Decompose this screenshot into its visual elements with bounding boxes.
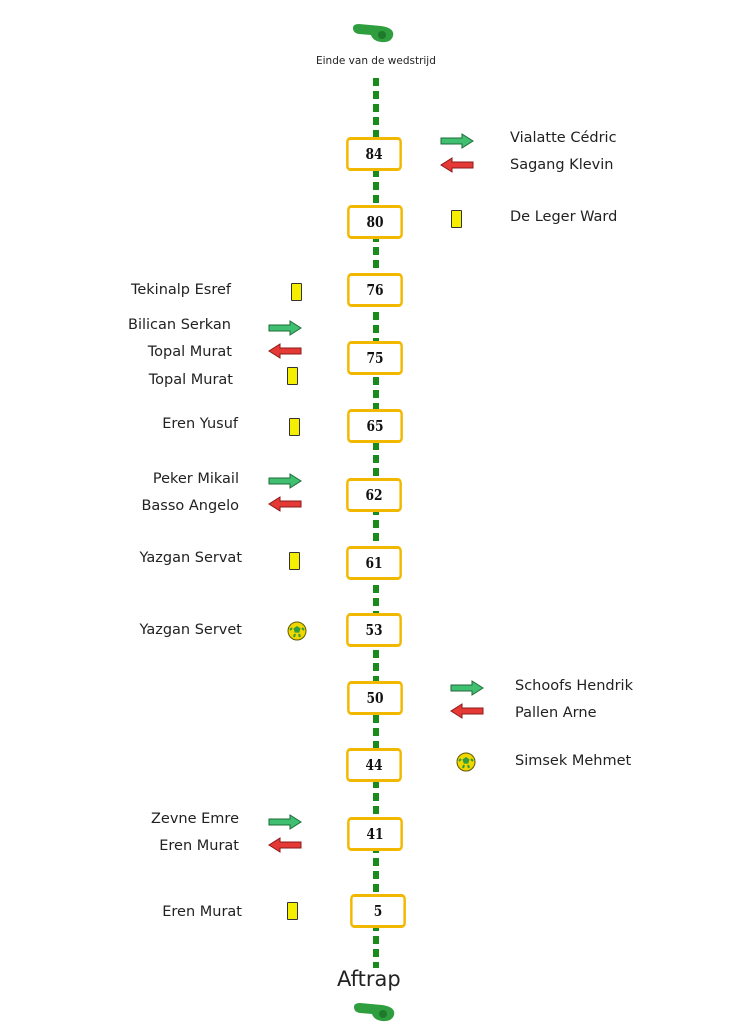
minute-box: 76 bbox=[347, 273, 403, 307]
whistle-icon bbox=[354, 1003, 395, 1022]
whistle-icon bbox=[353, 24, 394, 43]
player-name: Peker Mikail bbox=[152, 471, 239, 487]
player-name: Sagang Klevin bbox=[510, 157, 614, 173]
goal-ball-icon bbox=[287, 621, 307, 641]
minute-box: 44 bbox=[346, 748, 402, 782]
minute-box: 61 bbox=[346, 546, 402, 580]
goal-ball-icon bbox=[456, 752, 476, 772]
yellow-card-icon bbox=[289, 418, 300, 436]
minute-box: 75 bbox=[347, 341, 403, 375]
player-name: Vialatte Cédric bbox=[510, 130, 617, 146]
yellow-card-icon bbox=[451, 210, 462, 228]
player-name: Yazgan Servat bbox=[139, 550, 242, 566]
minute-box: 65 bbox=[347, 409, 403, 443]
sub-out-arrow-icon bbox=[440, 157, 474, 173]
sub-out-arrow-icon bbox=[268, 496, 302, 512]
timeline-line bbox=[373, 78, 379, 968]
minute-box: 84 bbox=[346, 137, 402, 171]
sub-in-arrow-icon bbox=[450, 680, 484, 696]
minute-box: 50 bbox=[347, 681, 403, 715]
minute-box: 53 bbox=[346, 613, 402, 647]
player-name: Eren Murat bbox=[159, 838, 239, 854]
yellow-card-icon bbox=[287, 902, 298, 920]
minute-box: 5 bbox=[350, 894, 406, 928]
sub-in-arrow-icon bbox=[268, 320, 302, 336]
minute-box: 41 bbox=[347, 817, 403, 851]
yellow-card-icon bbox=[287, 367, 298, 385]
sub-out-arrow-icon bbox=[268, 837, 302, 853]
sub-out-arrow-icon bbox=[450, 703, 484, 719]
match-end-label: Einde van de wedstrijd bbox=[316, 55, 436, 67]
player-name: Zevne Emre bbox=[150, 811, 239, 827]
player-name: Tekinalp Esref bbox=[130, 282, 231, 298]
yellow-card-icon bbox=[289, 552, 300, 570]
player-name: Pallen Arne bbox=[515, 705, 597, 721]
player-name: Yazgan Servet bbox=[139, 622, 242, 638]
player-name: Topal Murat bbox=[148, 372, 233, 388]
player-name: Eren Yusuf bbox=[162, 416, 238, 432]
sub-in-arrow-icon bbox=[268, 473, 302, 489]
yellow-card-icon bbox=[291, 283, 302, 301]
minute-box: 62 bbox=[346, 478, 402, 512]
player-name: Schoofs Hendrik bbox=[515, 678, 633, 694]
sub-in-arrow-icon bbox=[440, 133, 474, 149]
player-name: De Leger Ward bbox=[510, 209, 618, 225]
player-name: Topal Murat bbox=[147, 344, 232, 360]
player-name: Eren Murat bbox=[162, 904, 242, 920]
sub-out-arrow-icon bbox=[268, 343, 302, 359]
player-name: Simsek Mehmet bbox=[515, 753, 632, 769]
player-name: Bilican Serkan bbox=[128, 317, 231, 333]
player-name: Basso Angelo bbox=[141, 498, 239, 514]
sub-in-arrow-icon bbox=[268, 814, 302, 830]
kickoff-label: Aftrap bbox=[337, 967, 401, 991]
minute-box: 80 bbox=[347, 205, 403, 239]
